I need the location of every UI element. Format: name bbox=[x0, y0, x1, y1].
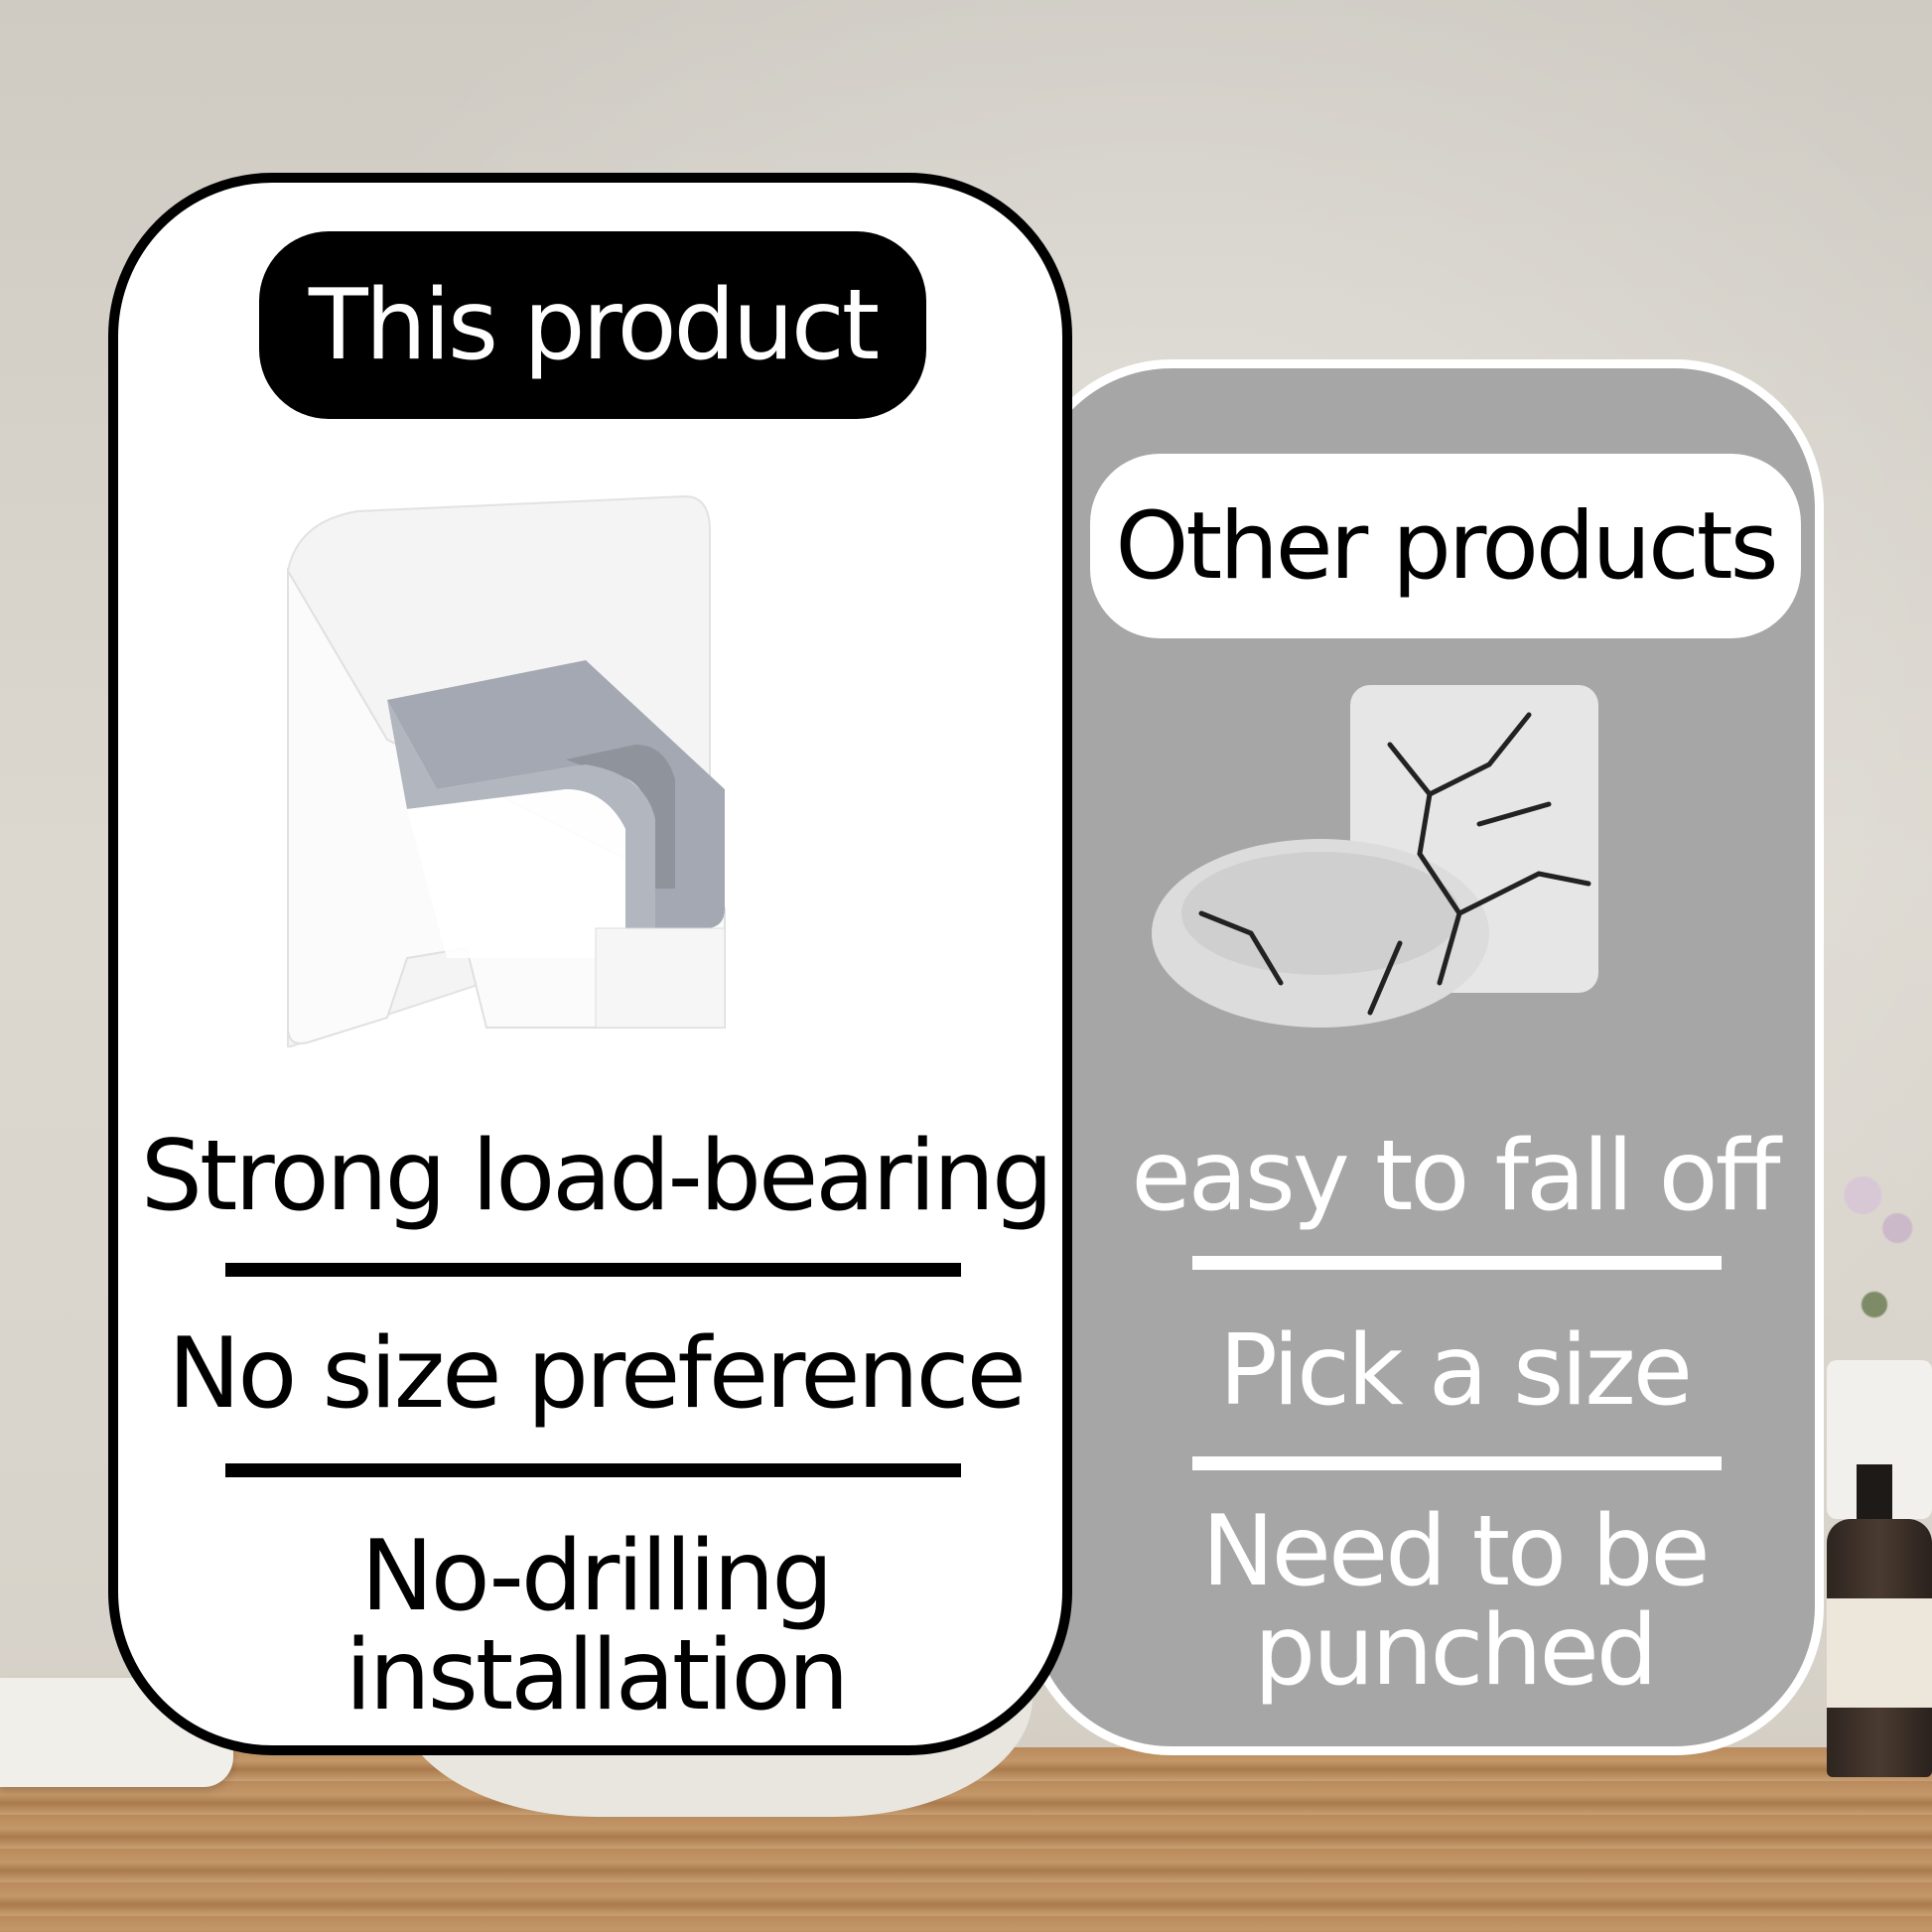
feature-strong-load-bearing: Strong load-bearing bbox=[140, 1120, 1053, 1233]
divider bbox=[1192, 1256, 1722, 1270]
feature-need-punched-line1: Need to be bbox=[1201, 1495, 1710, 1608]
divider bbox=[225, 1263, 961, 1277]
feature-no-drilling-line2: installation bbox=[345, 1619, 849, 1732]
cracked-holder-image bbox=[1152, 685, 1598, 1028]
feature-easy-to-fall-off: easy to fall off bbox=[1131, 1120, 1780, 1233]
bottle-pump bbox=[1857, 1464, 1892, 1524]
holder-product-image bbox=[287, 494, 726, 1047]
feature-pick-a-size: Pick a size bbox=[1218, 1314, 1693, 1428]
bottle-label bbox=[1827, 1598, 1932, 1708]
feature-no-drilling-line1: No-drilling bbox=[360, 1520, 833, 1633]
feature-no-size-preference: No size preference bbox=[168, 1317, 1027, 1431]
feature-need-punched-line2: punched bbox=[1254, 1594, 1658, 1708]
other-products-title: Other products bbox=[1090, 454, 1801, 638]
this-product-title: This product bbox=[259, 231, 926, 419]
divider bbox=[1192, 1456, 1722, 1470]
flowers bbox=[1817, 1152, 1932, 1370]
divider bbox=[225, 1463, 961, 1477]
